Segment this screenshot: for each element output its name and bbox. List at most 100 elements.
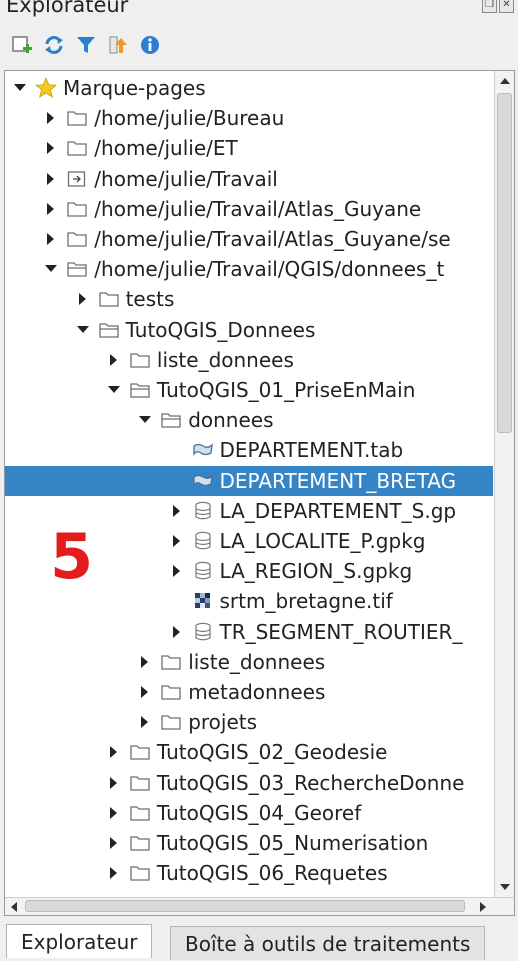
collapsed-arrow-icon[interactable] [107, 345, 121, 375]
tree-item[interactable]: Marque-pages [5, 73, 493, 103]
collapsed-arrow-icon[interactable] [170, 617, 184, 647]
tree-item-label: Marque-pages [63, 76, 206, 100]
raster-layer-icon [192, 590, 214, 612]
tree-item[interactable]: TutoQGIS_02_Geodesie [5, 737, 493, 767]
tree-item-label: tests [125, 287, 175, 312]
tree-item-label: DEPARTEMENT_BRETAG [219, 468, 457, 493]
geopackage-icon [192, 500, 214, 522]
tree-item-label: TutoQGIS_01_PriseEnMain [156, 378, 416, 402]
folder-icon [160, 681, 182, 703]
tree-item[interactable]: TutoQGIS_04_Georef [5, 798, 493, 828]
browser-tree[interactable]: Marque-pages/home/julie/Bureau/home/juli… [5, 71, 493, 897]
tree-item[interactable]: metadonnees [5, 677, 493, 707]
horizontal-scrollbar[interactable] [5, 897, 514, 915]
scroll-right-button[interactable] [474, 898, 492, 915]
tree-item[interactable]: /home/julie/Travail/Atlas_Guyane [5, 194, 493, 224]
tree-item[interactable]: /home/julie/Bureau [5, 103, 493, 133]
collapsed-arrow-icon[interactable] [107, 737, 121, 767]
folder-open-icon [98, 319, 120, 341]
tree-item[interactable]: LA_LOCALITE_P.gpkg [5, 526, 493, 556]
tree-item[interactable]: /home/julie/Travail/QGIS/donnees_t [5, 254, 493, 284]
tree-item[interactable]: TutoQGIS_05_Numerisation [5, 828, 493, 858]
add-layer-button[interactable] [10, 33, 34, 57]
collapsed-arrow-icon[interactable] [107, 858, 121, 888]
browser-toolbar [10, 28, 162, 62]
tab-label: Explorateur [21, 930, 138, 954]
polygon-layer-icon [192, 470, 214, 492]
tree-item-label: /home/julie/Travail/Atlas_Guyane [94, 196, 422, 221]
tree-item[interactable]: TutoQGIS_03_RechercheDonne [5, 768, 493, 798]
expanded-arrow-icon[interactable] [76, 315, 90, 345]
folder-icon [129, 349, 151, 371]
scroll-left-button[interactable] [5, 898, 23, 915]
tree-item-label: /home/julie/Travail/Atlas_Guyane/se [94, 227, 451, 251]
tree-item-label: TutoQGIS_03_RechercheDonne [156, 770, 465, 795]
folder-icon [129, 862, 151, 884]
vertical-scrollbar[interactable] [494, 71, 514, 897]
collapsed-arrow-icon[interactable] [76, 284, 90, 314]
close-panel-button[interactable]: ✕ [499, 0, 514, 13]
tree-item[interactable]: /home/julie/ET [5, 133, 493, 163]
tree-item[interactable]: DEPARTEMENT.tab [5, 435, 493, 465]
collapsed-arrow-icon[interactable] [170, 526, 184, 556]
scroll-up-button[interactable] [495, 71, 514, 91]
filter-icon [77, 37, 95, 53]
tree-item[interactable]: TutoQGIS_01_PriseEnMain [5, 375, 493, 405]
tree-item[interactable]: srtm_bretagne.tif [5, 586, 493, 616]
refresh-button[interactable] [42, 33, 66, 57]
folder-icon [129, 832, 151, 854]
collapse-all-button[interactable] [106, 33, 130, 57]
collapsed-arrow-icon[interactable] [107, 768, 121, 798]
collapsed-arrow-icon[interactable] [138, 677, 152, 707]
filter-button[interactable] [74, 33, 98, 57]
tab-explorateur[interactable]: Explorateur [6, 924, 153, 958]
collapsed-arrow-icon[interactable] [170, 496, 184, 526]
tree-item-label: liste_donnees [156, 347, 294, 372]
tree-item-label: TutoQGIS_Donnees [125, 317, 316, 342]
tree-item[interactable]: TR_SEGMENT_ROUTIER_ [5, 617, 493, 647]
collapsed-arrow-icon[interactable] [44, 224, 58, 254]
collapsed-arrow-icon[interactable] [170, 556, 184, 586]
folder-icon [160, 711, 182, 733]
collapsed-arrow-icon[interactable] [107, 828, 121, 858]
expanded-arrow-icon[interactable] [13, 73, 27, 103]
geopackage-icon [192, 621, 214, 643]
geopackage-icon [192, 530, 214, 552]
scroll-down-button[interactable] [495, 877, 514, 897]
collapsed-arrow-icon[interactable] [107, 798, 121, 828]
tree-item[interactable]: tests [5, 284, 493, 314]
folder-icon [66, 198, 88, 220]
panel-title: Explorateur [6, 0, 129, 17]
horizontal-scroll-thumb[interactable] [25, 900, 465, 912]
panel-window-buttons: ❐ ✕ [482, 0, 514, 13]
info-icon [141, 36, 159, 54]
info-button[interactable] [138, 33, 162, 57]
tree-item[interactable]: TutoQGIS_06_Requetes [5, 858, 493, 888]
expanded-arrow-icon[interactable] [138, 405, 152, 435]
tree-item[interactable]: donnees [5, 405, 493, 435]
tree-item[interactable]: liste_donnees [5, 345, 493, 375]
collapsed-arrow-icon[interactable] [44, 194, 58, 224]
tree-item[interactable]: projets [5, 707, 493, 737]
collapsed-arrow-icon[interactable] [138, 707, 152, 737]
tree-item[interactable]: TutoQGIS_Donnees [5, 315, 493, 345]
collapsed-arrow-icon[interactable] [44, 164, 58, 194]
expanded-arrow-icon[interactable] [107, 375, 121, 405]
collapsed-arrow-icon[interactable] [44, 103, 58, 133]
tree-item[interactable]: /home/julie/Travail [5, 164, 493, 194]
collapsed-arrow-icon[interactable] [44, 133, 58, 163]
tree-item-label: /home/julie/Travail [94, 166, 278, 191]
vertical-scroll-thumb[interactable] [497, 93, 512, 433]
float-panel-button[interactable]: ❐ [482, 0, 497, 13]
tab-processing-toolbox[interactable]: Boîte à outils de traitements [170, 926, 486, 960]
tree-item[interactable]: /home/julie/Travail/Atlas_Guyane/se [5, 224, 493, 254]
expanded-arrow-icon[interactable] [44, 254, 58, 284]
tree-item[interactable]: liste_donnees [5, 647, 493, 677]
tree-item[interactable]: DEPARTEMENT_BRETAG [5, 465, 493, 496]
scroll-left-icon [11, 902, 17, 912]
tree-item-label: donnees [188, 408, 274, 433]
tree-item[interactable]: LA_REGION_S.gpkg [5, 556, 493, 586]
collapsed-arrow-icon[interactable] [138, 647, 152, 677]
collapse-all-icon [109, 36, 127, 54]
tree-item[interactable]: LA_DEPARTEMENT_S.gp [5, 496, 493, 526]
